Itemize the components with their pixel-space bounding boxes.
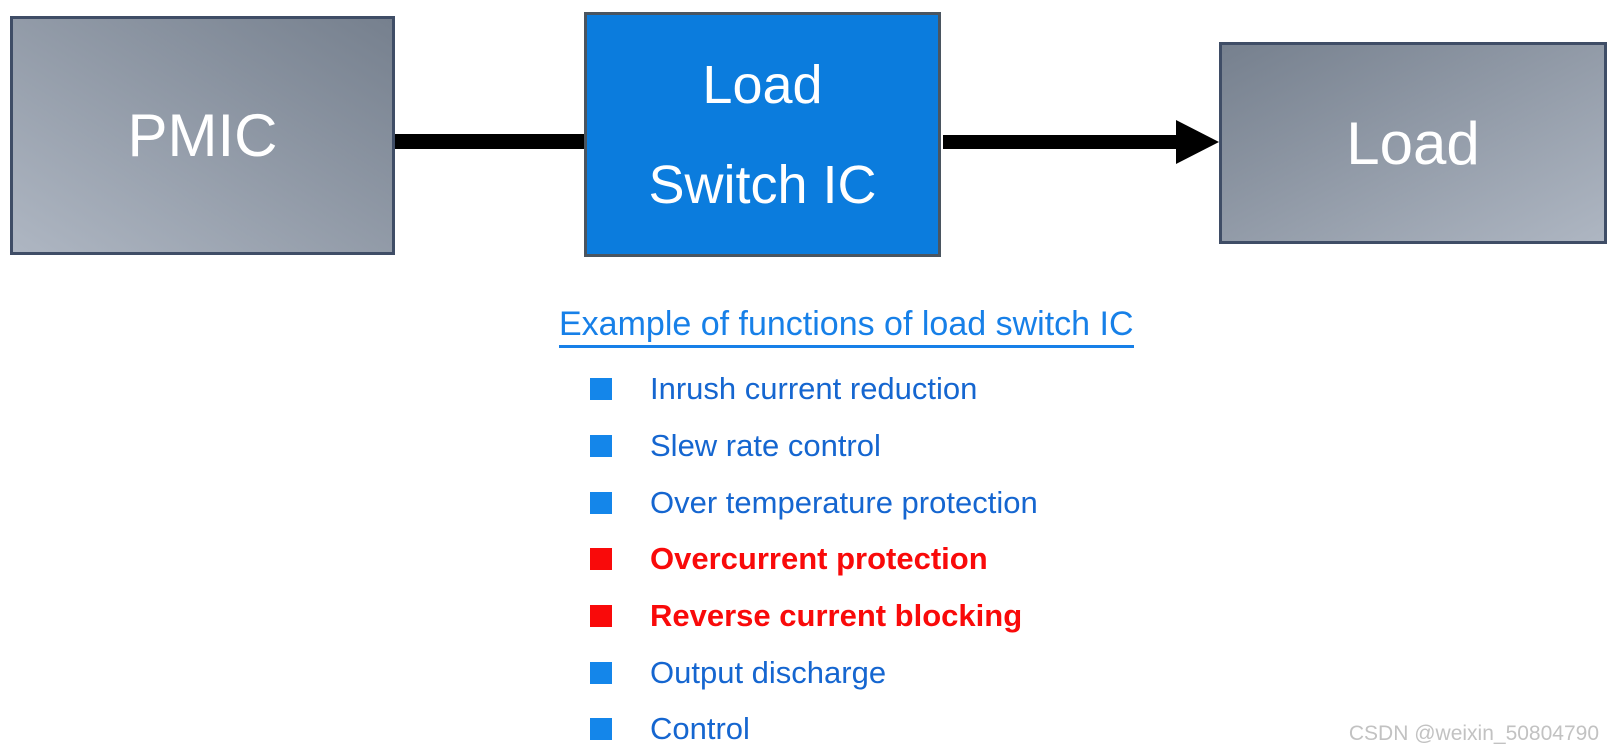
list-item: Control	[590, 701, 1038, 754]
list-item: Overcurrent protection	[590, 531, 1038, 588]
connector-pmic-to-switch	[395, 134, 585, 149]
square-bullet-icon	[590, 435, 612, 458]
square-bullet-icon	[590, 661, 612, 684]
list-item: Slew rate control	[590, 418, 1038, 475]
load-switch-ic-label-line2: Switch IC	[648, 154, 877, 215]
list-item: Over temperature protection	[590, 474, 1038, 531]
list-item-label: Slew rate control	[650, 428, 881, 464]
list-item-label: Over temperature protection	[650, 484, 1038, 520]
square-bullet-icon	[590, 378, 612, 401]
list-item: Reverse current blocking	[590, 588, 1038, 645]
square-bullet-icon	[590, 718, 612, 741]
list-item-label: Overcurrent protection	[650, 541, 988, 577]
list-item-label: Inrush current reduction	[650, 371, 978, 407]
list-item-label: Reverse current blocking	[650, 598, 1023, 634]
arrowhead-right-icon	[1176, 120, 1219, 164]
pmic-block: PMIC	[10, 16, 395, 255]
load-block-label: Load	[1346, 109, 1480, 177]
square-bullet-icon	[590, 491, 612, 514]
list-item: Output discharge	[590, 644, 1038, 701]
list-item-label: Control	[650, 711, 750, 747]
functions-heading: Example of functions of load switch IC	[559, 303, 1134, 348]
list-item: Inrush current reduction	[590, 361, 1038, 418]
functions-list: Inrush current reduction Slew rate contr…	[590, 361, 1038, 754]
list-item-label: Output discharge	[650, 654, 887, 690]
connector-switch-to-load	[943, 135, 1179, 149]
square-bullet-icon	[590, 548, 612, 571]
pmic-block-label: PMIC	[127, 102, 278, 169]
square-bullet-icon	[590, 605, 612, 628]
watermark: CSDN @weixin_50804790	[1348, 722, 1599, 745]
load-switch-ic-block: Load Switch IC	[584, 12, 941, 257]
load-block: Load	[1219, 42, 1607, 244]
load-switch-ic-label-line1: Load	[702, 54, 823, 115]
